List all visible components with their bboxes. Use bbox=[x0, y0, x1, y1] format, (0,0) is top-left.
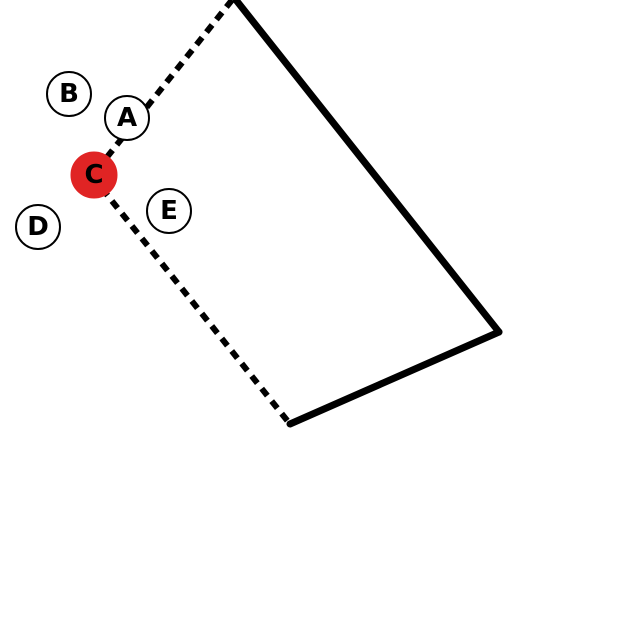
marker-d-label: D bbox=[27, 212, 49, 242]
marker-d[interactable]: D bbox=[15, 204, 61, 250]
solid-edge-bottom bbox=[286, 328, 503, 428]
marker-b[interactable]: B bbox=[46, 71, 92, 117]
marker-e-circle bbox=[146, 188, 192, 234]
marker-c-selected[interactable]: C bbox=[70, 151, 118, 199]
marker-a-circle bbox=[104, 95, 150, 141]
marker-b-circle bbox=[46, 71, 92, 117]
marker-c-circle bbox=[70, 151, 118, 199]
marker-e[interactable]: E bbox=[146, 188, 192, 234]
dashed-edge-top bbox=[89, 0, 235, 178]
dashed-edge-left bbox=[89, 174, 293, 426]
marker-b-label: B bbox=[59, 79, 79, 109]
marker-a[interactable]: A bbox=[104, 95, 150, 141]
marker-e-label: E bbox=[160, 196, 178, 226]
marker-d-circle bbox=[15, 204, 61, 250]
marker-c-label: C bbox=[84, 160, 103, 190]
solid-edge-right bbox=[232, 0, 503, 336]
marker-a-label: A bbox=[117, 103, 137, 133]
